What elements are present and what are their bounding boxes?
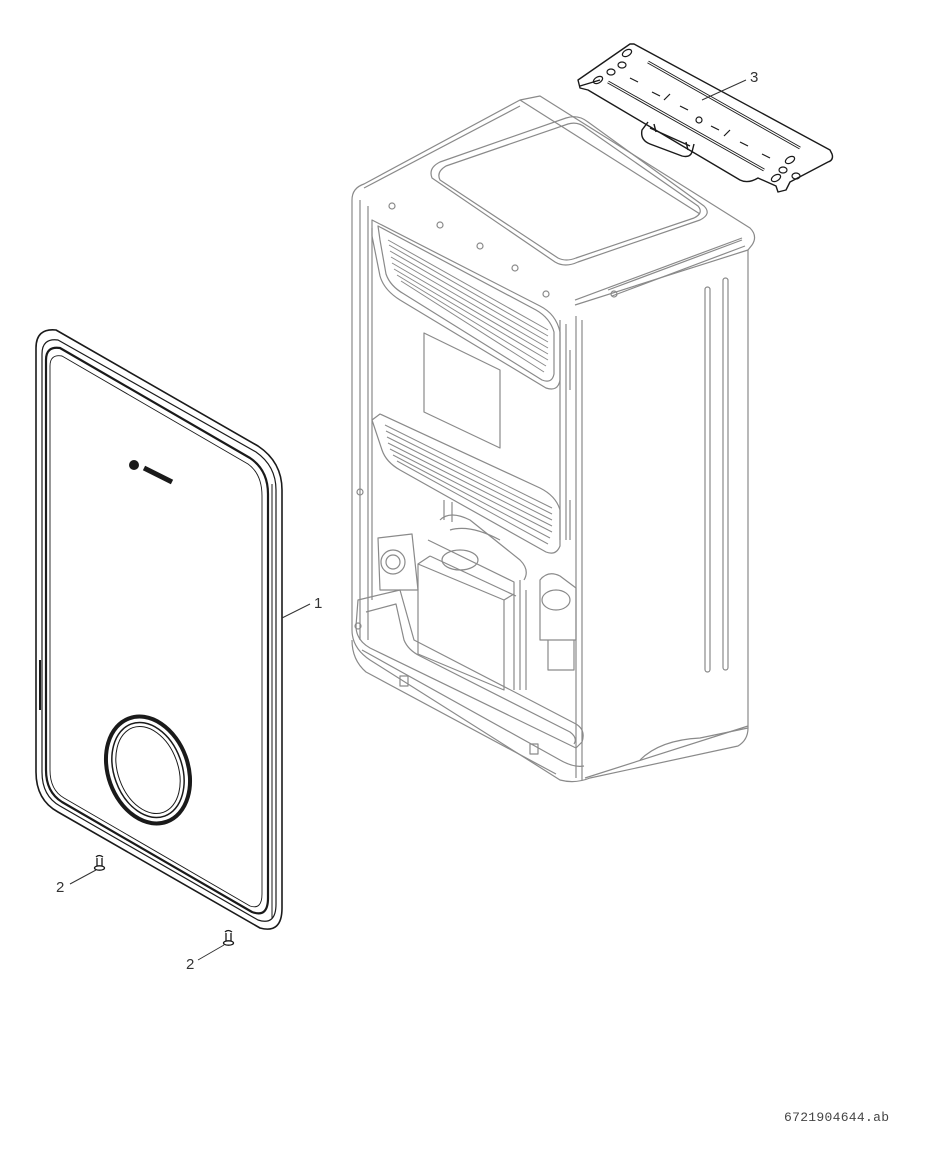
callout-label-3: 3 [750,69,759,86]
leader-lines [69,79,747,961]
callout-label-2b: 2 [186,956,195,973]
callout-label-1: 1 [314,595,323,612]
mounting-bracket-part-3 [577,43,834,193]
figure-id: 6721904644.ab [784,1110,890,1125]
screw-part-2b [222,929,235,946]
appliance-body [351,95,756,783]
front-cover-part-1 [35,329,283,930]
screw-part-2a [93,854,106,871]
callout-label-2a: 2 [56,879,65,896]
